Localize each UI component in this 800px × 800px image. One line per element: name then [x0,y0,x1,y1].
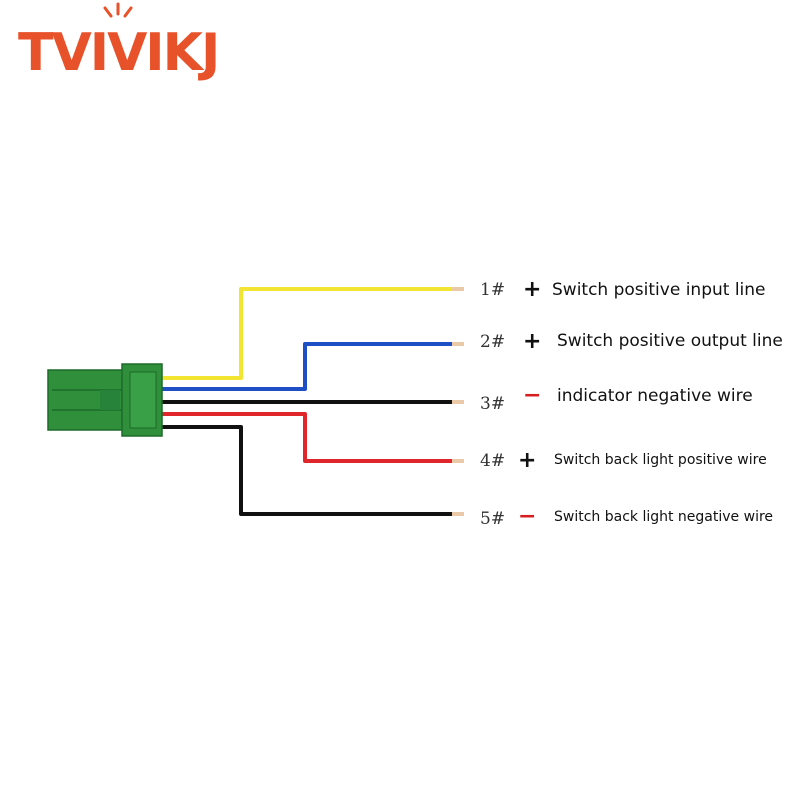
wire-description: indicator negative wire [557,386,753,406]
connector-plug [47,363,163,437]
polarity-minus-icon: − [523,383,542,408]
polarity-plus-icon: + [523,329,542,354]
wire-tip-2 [452,342,464,346]
wire-1-yellow [160,287,452,380]
polarity-plus-icon: + [523,277,542,302]
wire-4-red [160,412,452,463]
wire-tip-4 [452,459,464,463]
logo-spark-icon [103,2,133,18]
pin-number: 5# [480,509,506,529]
wire-tip-3 [452,400,464,404]
pin-number: 2# [480,332,506,352]
polarity-plus-icon: + [518,448,537,473]
wire-description: Switch back light negative wire [554,509,774,525]
wire-tips [452,287,464,516]
wire-tip-5 [452,512,464,516]
wire-description: Switch positive input line [552,280,766,300]
brand-logo: TVIVIKJ [18,2,220,83]
wire-group [160,287,452,516]
pin-number: 1# [480,280,506,300]
brand-logo-text: TVIVIKJ [18,23,218,83]
wire-tip-1 [452,287,464,291]
wire-2-blue [160,342,452,391]
polarity-minus-icon: − [518,504,537,529]
wire-5-black [160,425,452,516]
pin-number: 4# [480,451,506,471]
wire-description: Switch positive output line [557,331,783,351]
pin-number: 3# [480,394,506,414]
wire-description: Switch back light positive wire [554,452,767,468]
